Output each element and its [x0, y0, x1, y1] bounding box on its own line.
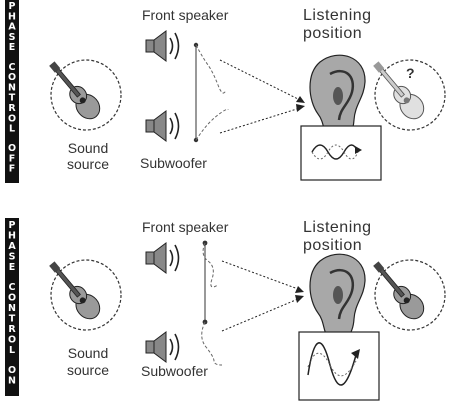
side-label-letter: R: [8, 103, 16, 114]
side-label-letter: O: [8, 72, 16, 83]
side-label-letter: O: [8, 113, 16, 124]
side-label-letter: O: [8, 292, 16, 303]
side-label-letter: E: [9, 42, 16, 53]
waveform-box-out-of-phase: [300, 125, 382, 181]
side-label-letter: S: [9, 252, 16, 263]
side-label-letter: A: [8, 22, 16, 33]
sub-arrow-line: [221, 298, 299, 332]
listening-position-label-line1: Listening: [303, 7, 372, 24]
question-mark: ?: [406, 65, 415, 81]
front-wave-dashed: [202, 242, 219, 288]
sound-source-label-line1: Sound: [67, 140, 109, 156]
sound-source-label-line1: Sound: [67, 345, 109, 361]
side-label-letter: O: [8, 365, 16, 376]
side-label-letter: A: [8, 241, 16, 252]
side-label-letter: R: [8, 324, 16, 335]
sub-wave-dashed: [201, 321, 223, 366]
front-speaker-label: Front speaker: [142, 7, 229, 23]
listening-position-label-line2: position: [303, 25, 363, 42]
ear-icon: [309, 54, 366, 144]
side-label-letter: L: [9, 124, 15, 135]
subwoofer-icon: [145, 331, 180, 363]
side-label-letter: S: [9, 32, 16, 43]
listening-position-label-line1: Listening: [303, 219, 372, 236]
sound-source-label-line2: source: [66, 362, 110, 378]
side-label-letter: C: [9, 282, 16, 293]
sub-arrowhead: [295, 295, 304, 303]
side-label-letter: O: [8, 334, 16, 345]
front-arrowhead: [296, 96, 305, 103]
sound-source-guitar-icon: [49, 259, 122, 331]
side-label-letter: P: [9, 220, 16, 231]
side-label-letter: E: [9, 262, 16, 273]
sound-source-guitar-icon: [49, 59, 122, 131]
listening-guitar-icon: [373, 259, 446, 331]
side-label-letter: O: [8, 143, 16, 154]
side-label-letter: N: [8, 82, 16, 93]
subwoofer-icon: [145, 110, 180, 142]
phase-on-diagram: [49, 240, 446, 401]
listening-guitar-icon: [373, 59, 446, 131]
side-label-letter: T: [9, 313, 16, 324]
sub-arrowhead: [296, 104, 305, 112]
side-label-letter: H: [8, 231, 16, 242]
front-arrow-line: [219, 59, 301, 101]
side-label-letter: F: [9, 153, 16, 164]
sub-arrow-line: [219, 107, 301, 134]
side-label-letter: C: [9, 62, 16, 73]
side-label-letter: P: [9, 1, 16, 12]
subwoofer-label: Subwoofer: [141, 363, 208, 379]
side-label-letter: N: [8, 375, 16, 386]
front-arrow-line: [221, 260, 299, 290]
subwoofer-label: Subwoofer: [140, 155, 207, 171]
side-label-letter: F: [9, 164, 16, 175]
front-arrowhead: [295, 286, 304, 293]
front-wave-dashed: [195, 44, 227, 94]
side-label-letter: N: [8, 303, 16, 314]
phase-off-diagram: [49, 30, 446, 181]
side-label-letter: H: [8, 11, 16, 22]
front-speaker-icon: [145, 242, 180, 274]
listening-position-label-line2: position: [303, 237, 363, 254]
sound-source-label-line2: source: [66, 156, 110, 172]
waveform-box-in-phase: [298, 331, 380, 401]
front-speaker-label: Front speaker: [142, 219, 229, 235]
ear-icon: [309, 253, 366, 343]
front-speaker-icon: [145, 30, 180, 62]
side-label-letter: T: [9, 93, 16, 104]
side-label-letter: L: [9, 345, 15, 356]
sub-wave-dashed: [195, 108, 229, 141]
